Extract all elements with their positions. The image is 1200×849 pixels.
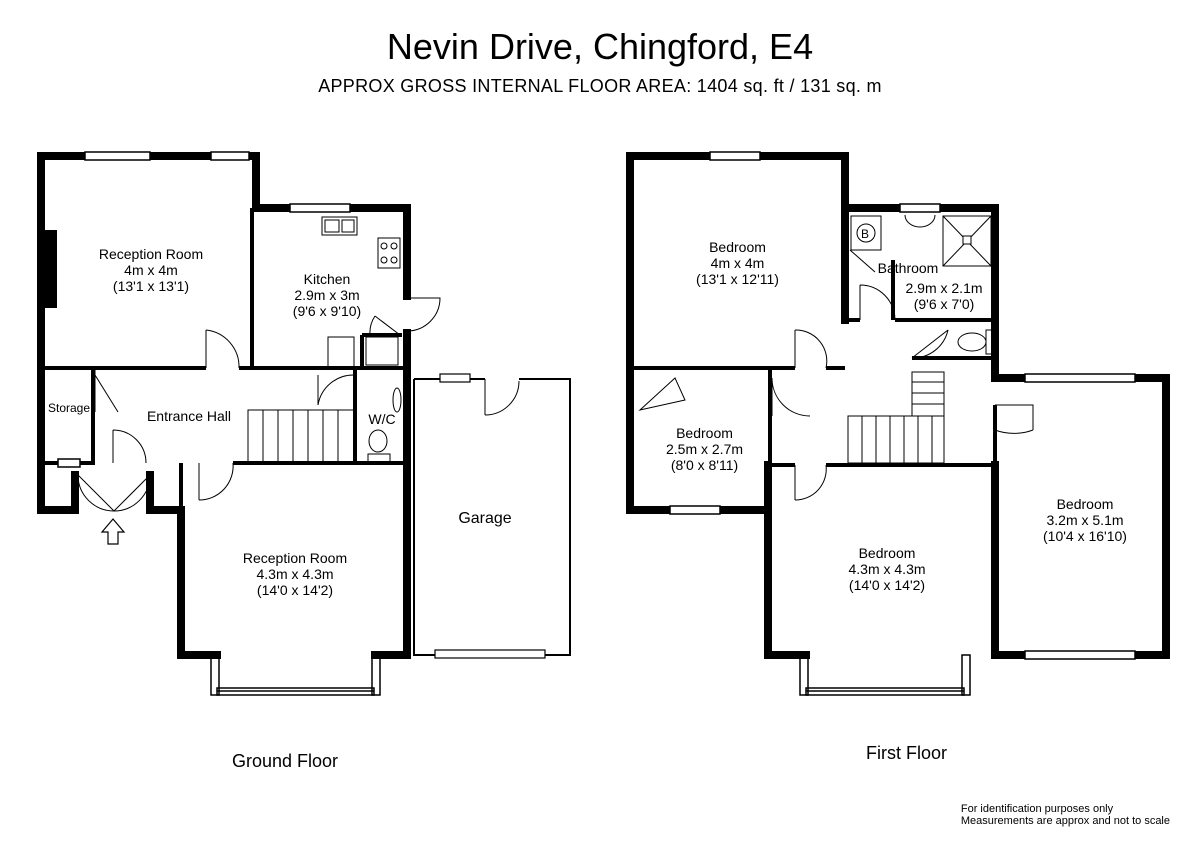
room-entrance-hall: Entrance Hall <box>134 408 244 424</box>
room-name: Kitchen <box>303 271 351 287</box>
room-reception-room-ground: Reception Room 4m x 4m (13'1 x 13'1) <box>86 246 216 294</box>
room-imperial: (9'6 x 9'10) <box>292 303 362 319</box>
disclaimer-line-2: Measurements are approx and not to scale <box>960 815 1170 827</box>
room-storage: Storage <box>46 401 92 416</box>
room-imperial: (13'1 x 13'1) <box>112 278 190 294</box>
room-name: Bedroom <box>1056 496 1114 512</box>
first-interior-walls <box>630 260 997 510</box>
first-floor-label: First Floor <box>866 743 947 763</box>
room-metric: 2.5m x 2.7m <box>665 441 744 457</box>
room-name: Reception Room <box>98 246 204 262</box>
room-metric: 4.3m x 4.3m <box>256 566 334 582</box>
ground-floor-label: Ground Floor <box>232 751 339 771</box>
room-imperial: (10'4 x 16'10) <box>1043 528 1127 544</box>
room-name: W/C <box>368 411 396 427</box>
bathroom-fittings: B <box>849 214 995 355</box>
room-garage: Garage <box>440 511 530 527</box>
room-imperial: (9'6 x 7'0) <box>913 296 975 312</box>
room-name: Reception Room <box>242 550 348 566</box>
room-bathroom-name: Bathroom <box>868 260 948 276</box>
room-name: Bedroom <box>858 545 916 561</box>
fireplace <box>43 230 57 308</box>
room-bedroom-small: Bedroom 2.5m x 2.7m (8'0 x 8'11) <box>652 425 757 473</box>
room-bedroom-front: Bedroom 4.3m x 4.3m (14'0 x 14'2) <box>822 545 952 593</box>
first-stairs <box>847 371 945 464</box>
kitchen-fittings <box>321 216 401 368</box>
room-metric: 4.3m x 4.3m <box>848 561 926 577</box>
room-reception-room-front: Reception Room 4.3m x 4.3m (14'0 x 14'2) <box>230 550 360 598</box>
room-metric: 3.2m x 5.1m <box>1046 512 1124 528</box>
room-bedroom-rear: Bedroom 4m x 4m (13'1 x 12'11) <box>675 239 800 287</box>
floor-area-subtitle: APPROX GROSS INTERNAL FLOOR AREA: 1404 s… <box>318 76 882 96</box>
svg-text:B: B <box>861 227 869 241</box>
ground-windows <box>57 151 351 468</box>
room-imperial: (14'0 x 14'2) <box>256 582 334 598</box>
disclaimer-line-1: For identification purposes only <box>960 803 1114 815</box>
room-kitchen: Kitchen 2.9m x 3m (9'6 x 9'10) <box>267 271 387 319</box>
first-floor-plan: B <box>626 151 1170 696</box>
room-bathroom-dims: 2.9m x 2.1m (9'6 x 7'0) <box>898 280 990 312</box>
room-name: Garage <box>458 510 512 527</box>
room-imperial: (14'0 x 14'2) <box>848 577 926 593</box>
room-name: Storage <box>47 401 91 415</box>
room-bedroom-side: Bedroom 3.2m x 5.1m (10'4 x 16'10) <box>1020 496 1150 544</box>
room-imperial: (8'0 x 8'11) <box>670 457 739 473</box>
ground-floor-plan <box>37 151 571 696</box>
room-name: Bathroom <box>877 260 939 276</box>
room-wc: W/C <box>362 411 402 427</box>
page-title: Nevin Drive, Chingford, E4 <box>386 26 814 67</box>
first-exterior-walls <box>626 152 1170 659</box>
room-metric: 2.9m x 2.1m <box>905 280 983 296</box>
room-metric: 4m x 4m <box>710 255 765 271</box>
ground-bay-window <box>210 654 381 696</box>
ground-doors <box>77 297 441 512</box>
room-metric: 2.9m x 3m <box>294 287 360 303</box>
ground-stairs <box>247 409 356 464</box>
room-name: Bedroom <box>676 425 733 441</box>
disclaimer-note: For identification purposes only Measure… <box>961 803 1170 827</box>
first-bay-window <box>799 654 971 696</box>
room-imperial: (13'1 x 12'11) <box>696 271 779 287</box>
garage <box>413 373 571 659</box>
room-metric: 4m x 4m <box>124 262 178 278</box>
first-windows <box>669 151 1136 660</box>
ground-exterior-walls <box>37 152 411 659</box>
room-name: Entrance Hall <box>146 408 232 424</box>
first-doors <box>638 284 1034 501</box>
entrance-arrow-icon <box>100 518 126 545</box>
room-name: Bedroom <box>709 239 766 255</box>
